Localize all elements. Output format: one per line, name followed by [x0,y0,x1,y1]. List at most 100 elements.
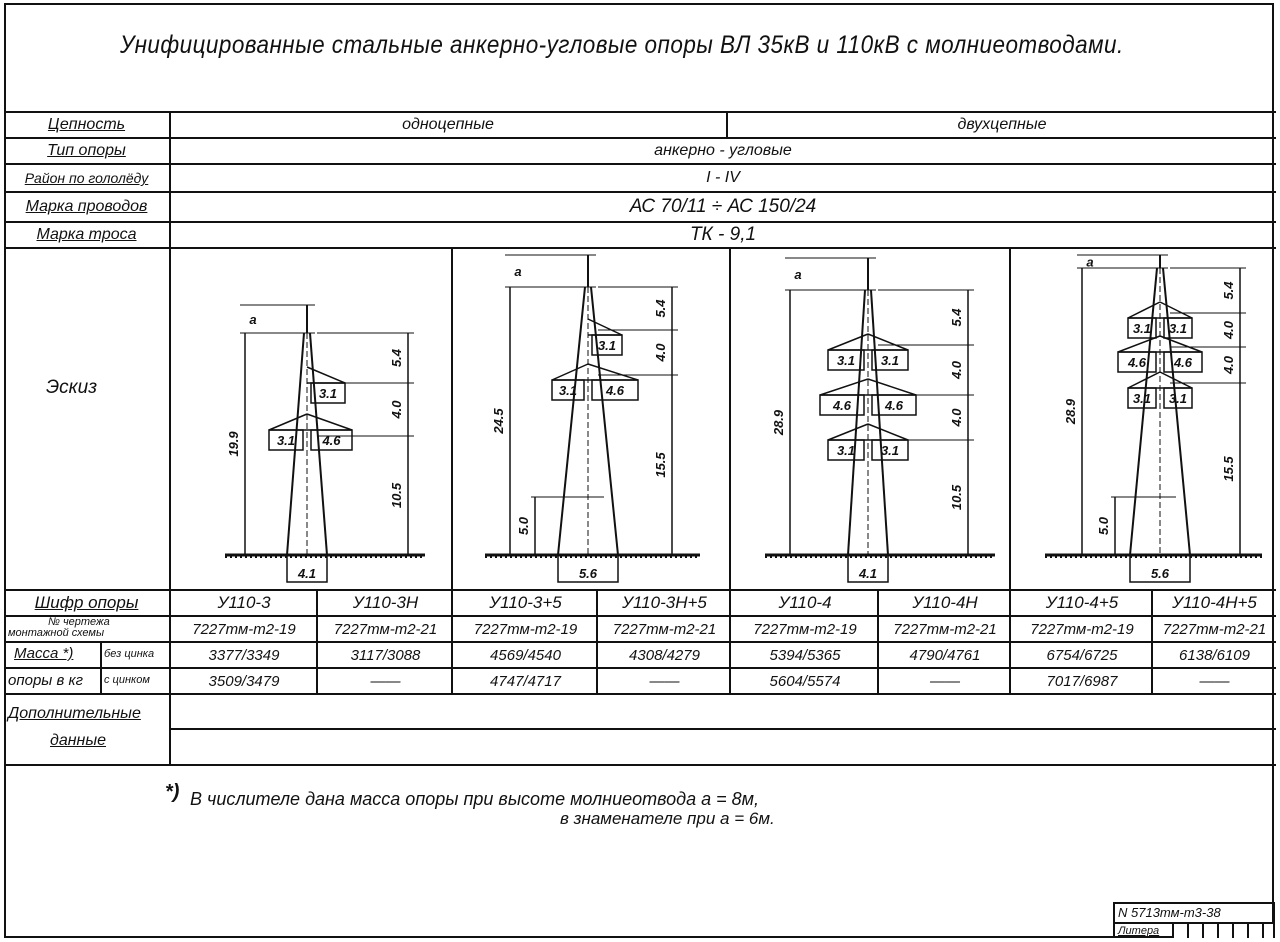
inner-dimension-label: 5.0 [516,516,531,535]
cell-drawing: 7227тм-т2-21 [893,620,997,638]
dimension-label: 4.0 [389,400,404,420]
base-width-label: 5.6 [1151,566,1170,581]
divider [877,589,879,694]
cell-mass-no-zinc: 5394/5365 [769,646,841,664]
sketch-label: Эскиз [46,377,98,398]
base-dim [557,554,619,583]
dimension-label: 4.0 [1221,320,1236,340]
cell-mass-zinc: —— [1199,672,1230,690]
cell-mass-no-zinc: 4790/4761 [909,646,981,664]
cell-mass-no-zinc: 6138/6109 [1179,646,1250,664]
total-height-label: 28.9 [771,409,786,436]
crossarm-box [819,394,865,416]
base-dim [1129,554,1191,583]
divider [4,589,1276,591]
crossarm [1127,301,1161,319]
crossarm-box [310,429,353,451]
wire-value: АС 70/11 ÷ АС 150/24 [629,196,817,217]
stamp-number: N 5713тм-т3-38 [1115,904,1273,924]
divider [4,191,1276,193]
divider [316,589,318,694]
total-height-label: 19.9 [226,431,241,457]
dimension-label: 5.4 [653,299,668,318]
cable-value: ТК - 9,1 [689,224,757,245]
divider [4,221,1276,223]
dimension-label: 5.4 [949,308,964,327]
cell-mass-zinc: 5604/5574 [769,672,841,690]
tower-leg [1162,267,1191,556]
cell-mass-zinc: —— [649,672,680,690]
total-height-label: 24.5 [491,408,506,435]
dimension-label: 4.0 [949,408,964,428]
crossarm [551,363,589,381]
dimension-label: 5.4 [389,348,404,367]
wire-label: Марка проводов [25,198,148,215]
ice-label: Район по гололёду [24,170,149,186]
tower-leg [1129,267,1158,556]
crossarm-label: 3.1 [319,386,337,401]
cell-drawing: 7227тм-т2-21 [612,620,717,638]
cell-code: У110-4 [778,593,832,612]
cell-code: У110-4Н+5 [1172,593,1257,612]
footnote-line2: в знаменателе при а = 6м. [560,809,775,828]
without-zinc-label: без цинка [104,648,155,660]
cell-code: У110-4+5 [1045,593,1119,612]
crossarm [827,423,869,441]
lightning-rod-label: а [794,267,801,282]
crossarm-label: 3.1 [837,443,855,458]
cell-mass-zinc: 3509/3479 [208,672,280,690]
crossarm-label: 3.1 [598,338,616,353]
crossarm-label: 3.1 [1169,321,1187,336]
divider [729,247,731,694]
cell-drawing: 7227тм-т2-19 [1030,620,1134,638]
type-value: анкерно - угловые [654,142,792,159]
divider [1009,247,1011,694]
crossarm-label: 3.1 [559,383,577,398]
mass-label-2: опоры в кг [8,672,83,689]
crossarm-label: 4.6 [1127,355,1147,370]
divider [596,589,598,694]
crossarm [867,423,909,441]
cell-mass-zinc: —— [370,672,401,690]
crossarm-box [1163,387,1193,409]
total-height-label: 28.9 [1063,398,1078,425]
crossarm-box [268,429,304,451]
base-width-label: 4.1 [297,566,316,581]
divider [4,111,1276,113]
cell-drawing: 7227тм-т2-21 [333,620,438,638]
single-circuit: одноцепные [402,116,494,133]
cell-code: У110-3Н+5 [622,593,707,612]
crossarm-box [551,379,585,401]
crossarm-box [1117,351,1157,373]
crossarm-label: 4.6 [832,398,852,413]
base-dim [847,554,889,583]
crossarm [268,413,308,431]
stamp-cells [1174,924,1273,938]
cell-mass-no-zinc: 4569/4540 [490,646,561,664]
dimension-label: 4.0 [949,360,964,380]
lightning-rod-label: а [514,264,521,279]
crossarm-label: 3.1 [1169,391,1187,406]
dimension-label: 15.5 [1221,456,1236,482]
tower-leg [557,286,586,556]
ice-value: I - IV [706,169,740,186]
crossarm-box [827,349,865,371]
mass-label: Масса *) [14,645,74,662]
cell-code: У110-3 [217,593,271,612]
crossarm-label: 4.6 [884,398,904,413]
divider [4,764,1276,766]
crossarm [1127,371,1161,389]
with-zinc-label: с цинком [104,674,150,686]
crossarm-box [1163,317,1193,339]
dimension-label: 4.0 [1221,355,1236,375]
cell-code: У110-3Н [352,593,419,612]
cell-mass-zinc: —— [930,672,960,690]
tower-leg [870,289,889,556]
crossarm-label: 3.1 [837,353,855,368]
stamp-litera: Литера [1115,924,1174,938]
dimension-label: 10.5 [389,482,404,508]
crossarm-box [591,334,623,356]
crossarm [306,413,353,431]
footnote-marker: *) [165,781,180,803]
cell-mass-zinc: 4747/4717 [490,672,561,690]
